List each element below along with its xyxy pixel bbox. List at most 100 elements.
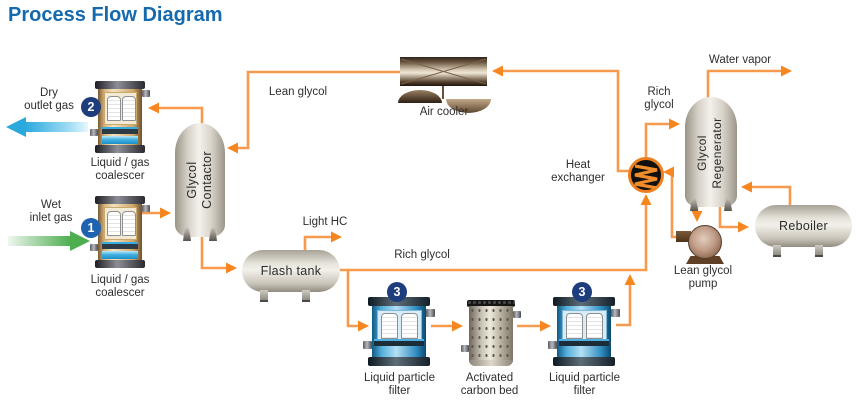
line-regen-to-reboiler [718, 202, 749, 233]
line-rich-glycol-main [338, 194, 652, 272]
line-hx-to-aircooler [492, 65, 629, 173]
filter-bottom-cap [368, 357, 430, 366]
pump-base [686, 256, 724, 264]
glycol-regenerator-vessel [685, 97, 737, 211]
filter-shell [557, 306, 611, 357]
glycol-contactor-vessel [175, 123, 225, 241]
nozzle [142, 90, 150, 97]
filter-cutaway [562, 310, 607, 340]
glycol-regenerator-label: Glycol Regenerator [695, 117, 724, 189]
fan-blade-icon [398, 90, 442, 103]
water-vapor-label: Water vapor [708, 54, 772, 66]
nozzle [142, 205, 150, 212]
line-hx-to-regenerator [644, 118, 680, 159]
heat-exchanger-label: Heat exchanger [551, 159, 605, 184]
activated-carbon-bed-label: Activated carbon bed [460, 372, 519, 397]
dry-outlet-gas-label: Dry outlet gas [24, 87, 74, 112]
liquid-particle-filter-left-label: Liquid particle filter [364, 372, 435, 397]
lean-glycol-label: Lean glycol [268, 86, 328, 98]
filter-cartridge [401, 313, 418, 339]
reboiler-label: Reboiler [779, 219, 828, 233]
wet-gas-arrow-bar [8, 236, 71, 246]
liquid-particle-filter-right-vessel [548, 297, 620, 366]
flash-tank-vessel: Flash tank [242, 250, 340, 302]
heat-exchanger-coil-icon [634, 164, 658, 190]
coalescer-top-cap [95, 81, 145, 89]
dry-gas-arrow-bar [25, 122, 88, 132]
line-reboiler-to-regen [741, 181, 792, 206]
rich-glycol-label: Rich glycol [394, 249, 450, 261]
filter-shell [372, 306, 426, 357]
coalescer-cutaway [104, 207, 137, 240]
filter-cutaway [377, 310, 422, 340]
vessel-leg [302, 290, 310, 302]
coalescer-shell [98, 89, 142, 145]
vessel-leg [209, 228, 217, 241]
fan-blade-icon [446, 99, 491, 113]
coalescer-shell [98, 204, 142, 260]
liquid-particle-filter-right-label: Liquid particle filter [549, 372, 620, 397]
reboiler-vessel: Reboiler [755, 205, 852, 257]
coalescer-tray [102, 242, 138, 249]
line-contactor-to-flash [200, 230, 237, 274]
filter-band [559, 339, 609, 346]
coalescer-bottom-cap [95, 260, 145, 268]
lean-glycol-pump-label: Lean glycol pump [673, 265, 733, 290]
light-hc-label: Light HC [302, 216, 348, 228]
pump-outlet [676, 231, 691, 242]
vessel-leg [183, 228, 191, 241]
filter-cartridge [107, 96, 121, 121]
filter-cartridge [381, 313, 398, 339]
coalescer-bottom-vessel [90, 196, 150, 268]
wet-inlet-gas-label: Wet inlet gas [29, 199, 73, 224]
coalescer-bottom-cap [95, 145, 145, 153]
filter-cartridge [107, 211, 121, 236]
line-filter-branch [346, 270, 369, 332]
line-lean-glycol-return [227, 70, 400, 154]
nozzle [90, 129, 98, 136]
filter-bottom-cap [553, 357, 615, 366]
line-pump-to-hx [663, 166, 679, 239]
filter-cartridge [122, 211, 136, 236]
heat-exchanger [628, 157, 664, 193]
lean-glycol-pump [688, 225, 722, 259]
filter-cartridge [122, 96, 136, 121]
filter-cartridge [586, 313, 603, 339]
step-badge-3: 3 [387, 282, 407, 302]
vessel-leg [815, 245, 823, 257]
vessel-leg [724, 198, 732, 211]
coalescer-top-vessel [90, 81, 150, 153]
line-light-hc [303, 231, 342, 255]
glycol-contactor-label: Glycol Contactor [185, 151, 214, 209]
line-water-vapor [706, 65, 792, 100]
vessel-leg [260, 290, 268, 302]
page-title: Process Flow Diagram [8, 4, 223, 26]
vessel-leg [773, 245, 781, 257]
filter-band [374, 339, 424, 346]
step-badge-2: 2 [81, 97, 101, 117]
air-cooler-vessel [400, 57, 487, 86]
nozzle [513, 311, 521, 318]
step-badge-1: 1 [81, 218, 101, 238]
nozzle [611, 309, 620, 317]
coalescer-top-cap [95, 196, 145, 204]
line-filter2-return [616, 274, 636, 327]
nozzle [90, 244, 98, 251]
carbon-bed-body [469, 306, 513, 362]
coalescer-liquid [102, 136, 138, 144]
fan-stem [442, 86, 444, 99]
dry-gas-arrow-icon [6, 117, 26, 137]
coalescer-liquid [102, 251, 138, 259]
nozzle [426, 309, 435, 317]
coalescer-tray [102, 127, 138, 134]
air-cooler-label: Air cooler [419, 106, 469, 118]
step-badge-3: 3 [572, 282, 592, 302]
activated-carbon-bed-vessel [461, 300, 521, 366]
filter-cartridge [566, 313, 583, 339]
nozzle [363, 341, 372, 349]
vessel-leg [690, 198, 698, 211]
line-dry-gas [148, 102, 204, 130]
coalescer-cutaway [104, 92, 137, 125]
